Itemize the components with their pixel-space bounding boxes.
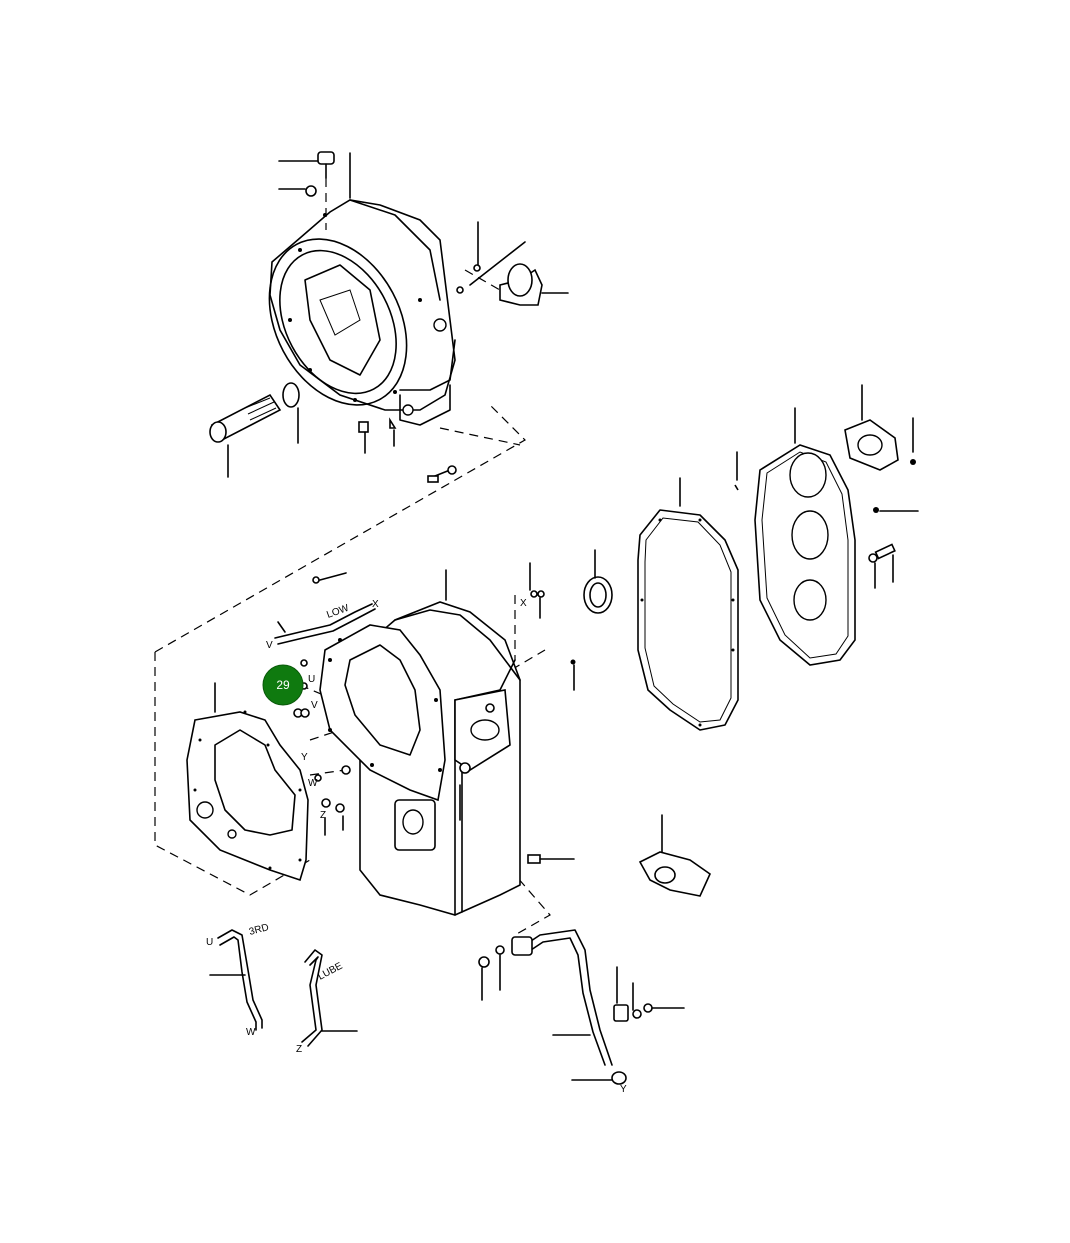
letter-x-low-tube: X (372, 599, 379, 610)
cover-bolts (868, 543, 896, 589)
bottom-fittings (613, 966, 685, 1022)
letter-y-case: Y (301, 752, 308, 763)
third-tube (209, 929, 263, 1031)
letter-w-third-tube: W (246, 1027, 256, 1038)
housing-seal (456, 221, 569, 306)
connection-letter-group: X X V U V Y W Z U W Z Y (206, 598, 627, 1095)
letter-y-bottom: Y (620, 1084, 627, 1095)
large-gasket (637, 477, 739, 731)
filter-element (209, 382, 300, 478)
bottom-long-tube (478, 929, 627, 1085)
pipe-label-third: 3RD (248, 922, 270, 938)
pipe-label-low: LOW (325, 602, 351, 620)
front-gasket (186, 682, 309, 882)
case-front-plate (319, 624, 446, 802)
letter-u-case: U (308, 674, 315, 685)
letter-z-lube-tube: Z (296, 1044, 302, 1055)
letter-w-case: W (308, 778, 318, 789)
letter-x-fitting: X (520, 598, 527, 609)
pump-flange (844, 384, 916, 471)
letter-u-third-tube: U (206, 937, 213, 948)
seal-ring (583, 549, 613, 614)
flywheel-housing (268, 199, 456, 426)
letter-v-case: V (311, 700, 318, 711)
assembly-dashed-lines (154, 269, 551, 936)
side-cover (734, 407, 919, 666)
bushing-half (638, 814, 712, 897)
callout-badge-circle[interactable] (262, 664, 304, 706)
callout-badge-29[interactable]: 29 (262, 664, 304, 706)
callout-number[interactable]: 29 (276, 678, 290, 692)
low-tube (274, 572, 376, 645)
letter-z-case: Z (320, 810, 326, 821)
top-cap-screw (278, 151, 351, 230)
lube-tube (301, 949, 358, 1047)
housing-plugs (358, 417, 457, 483)
letter-v-low-tube: V (266, 640, 273, 651)
